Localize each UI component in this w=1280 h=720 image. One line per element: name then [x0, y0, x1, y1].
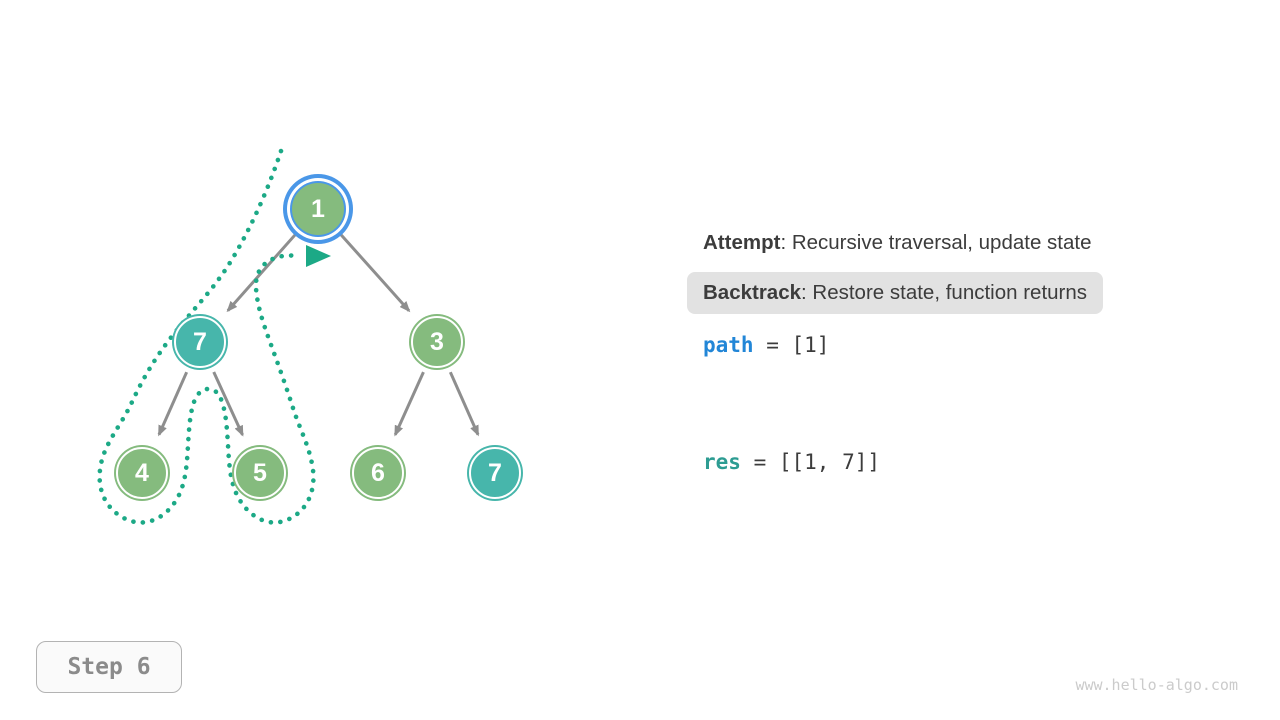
tree-edges [157, 232, 480, 437]
attempt-text: : Recursive traversal, update state [780, 231, 1092, 254]
res-variable: res [703, 450, 741, 474]
watermark: www.hello-algo.com [1075, 676, 1238, 694]
annotation-panel: Attempt: Recursive traversal, update sta… [687, 222, 1207, 314]
path-value: = [1] [753, 333, 830, 357]
backtrack-label: Backtrack [703, 281, 802, 304]
step-badge: Step 6 [36, 641, 182, 693]
attempt-line: Attempt: Recursive traversal, update sta… [687, 222, 1207, 264]
tree-edge-1-3 [338, 232, 411, 313]
path-code-line: path = [1] [703, 333, 829, 357]
backtrack-text: : Restore state, function returns [801, 281, 1088, 304]
backtrack-line: Backtrack: Restore state, function retur… [687, 272, 1104, 314]
tree-edge-1-7 [226, 232, 298, 313]
backtrack-trace-path [97, 148, 316, 525]
tree-edge-3-6 [393, 371, 425, 437]
res-value: = [[1, 7]] [740, 450, 881, 474]
tree-edge-3-7 [448, 371, 480, 437]
path-variable: path [703, 333, 754, 357]
tree-edge-7-5 [212, 371, 244, 437]
backtrack-trace [97, 148, 331, 525]
res-code-line: res = [[1, 7]] [703, 450, 880, 474]
tree-edge-7-4 [157, 371, 189, 437]
attempt-label: Attempt [703, 231, 781, 254]
trace-arrowhead-icon [306, 245, 331, 267]
